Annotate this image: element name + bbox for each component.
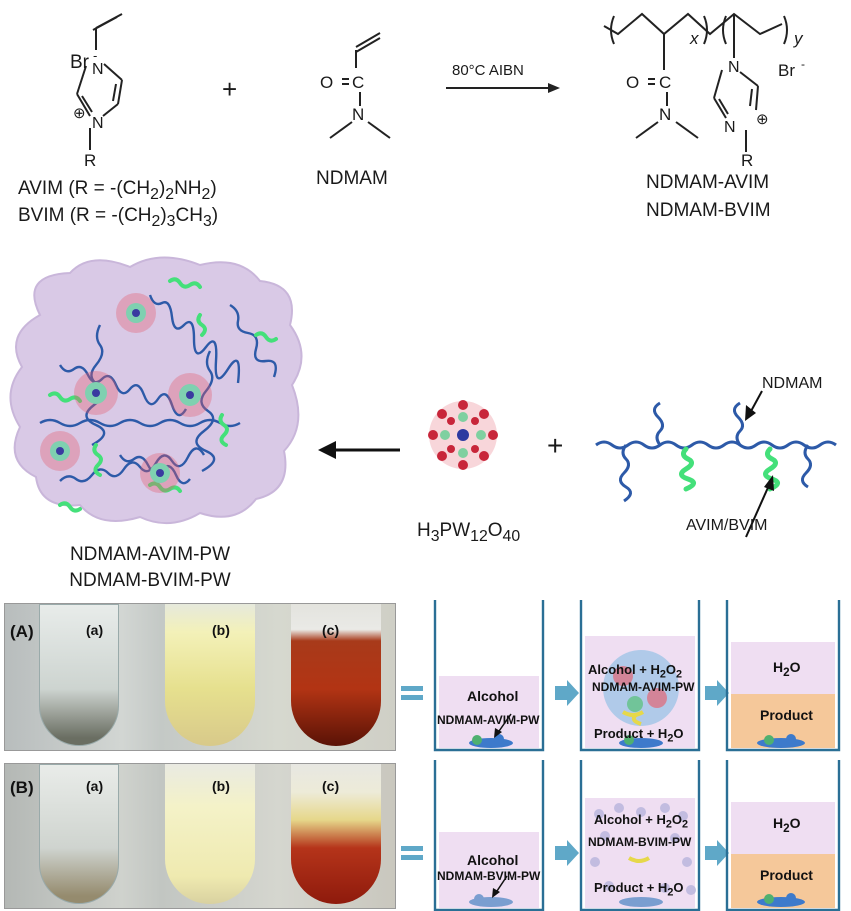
polymer-name-avim: NDMAM-AVIM xyxy=(646,172,770,193)
panel-label-b: (B) xyxy=(10,778,34,797)
left-n1: N xyxy=(92,61,104,78)
chain-label-avim-bvim: AVIM/BVIM xyxy=(686,517,768,534)
beaker-b1-alcohol: Alcohol xyxy=(467,852,519,868)
svg-text:O: O xyxy=(626,73,639,92)
copolymer-chain xyxy=(595,401,837,503)
catalyst-blob-b2 xyxy=(619,897,663,907)
tube-b-a xyxy=(39,764,119,904)
photo-strip-a xyxy=(4,603,396,751)
svg-text:y: y xyxy=(793,29,804,48)
beaker-b2-catalyst: NDMAM-BVIM-PW xyxy=(588,835,692,849)
bubbles-b xyxy=(590,803,696,895)
svg-text:C: C xyxy=(352,73,364,92)
left-r-label: R xyxy=(84,151,96,170)
hpa-cluster xyxy=(428,400,498,470)
svg-text:R: R xyxy=(741,151,753,170)
svg-text:N: N xyxy=(724,119,736,136)
bvim-definition: BVIM (R = -(CH2)3CH3) xyxy=(18,205,219,230)
polymer-name-bvim: NDMAM-BVIM xyxy=(646,200,771,221)
beaker-a1-catalyst: NDMAM-AVIM-PW xyxy=(437,713,540,727)
photo-label-a-b: (b) xyxy=(212,622,230,638)
beaker-b2-bottom: Product + H2O xyxy=(594,880,684,899)
left-anion-label: Br xyxy=(70,52,90,73)
polymer-plus-charge: ⊕ xyxy=(756,111,769,128)
catalyst-blob-a2 xyxy=(619,735,663,748)
plus-sign-middle: + xyxy=(547,430,564,461)
panel-label-a: (A) xyxy=(10,622,34,641)
svg-text:Br: Br xyxy=(778,61,795,80)
reaction-scheme: Br - N N ⊕ R O C N O C N N N Br - ⊕ R x … xyxy=(70,12,805,170)
plus-sign-top: + xyxy=(222,74,238,104)
reaction-conditions: 80°C AIBN xyxy=(452,62,524,79)
hpa-formula: H3PW12O40 xyxy=(417,520,521,545)
beaker-a2-bottom: Product + H2O xyxy=(594,726,684,745)
chain-label-ndmam: NDMAM xyxy=(762,375,823,392)
photo-label-b-b: (b) xyxy=(212,778,230,794)
beaker-b3-water: H2O xyxy=(773,815,801,835)
svg-text:N: N xyxy=(659,105,671,124)
beaker-b2-top: Alcohol + H2O2 xyxy=(594,812,689,831)
svg-text:N: N xyxy=(352,105,364,124)
avim-definition: AVIM (R = -(CH2)2NH2) xyxy=(18,178,217,203)
tube-a-c xyxy=(291,604,381,746)
beaker-b1-catalyst: NDMAM-BVIM-PW xyxy=(437,869,541,883)
swollen-catalyst-a xyxy=(603,650,679,726)
photo-label-b-c: (c) xyxy=(322,778,340,794)
composite-name-bvim: NDMAM-BVIM-PW xyxy=(69,570,231,591)
tube-a-b xyxy=(165,604,255,746)
beaker-a2-top: Alcohol + H2O2 xyxy=(588,662,683,681)
svg-text:N: N xyxy=(728,59,740,76)
tube-a-a xyxy=(39,604,119,746)
svg-text:-: - xyxy=(93,48,97,63)
composite-cloud xyxy=(9,256,303,525)
ndmam-label: NDMAM xyxy=(316,168,388,189)
photo-label-a-a: (a) xyxy=(86,622,104,638)
svg-text:x: x xyxy=(689,29,699,48)
composite-illustration xyxy=(9,256,837,538)
pom-cluster-group xyxy=(40,293,212,493)
process-flow xyxy=(401,600,841,911)
composite-name-avim: NDMAM-AVIM-PW xyxy=(69,544,231,565)
catalyst-blob-a1 xyxy=(469,734,513,748)
beaker-a3-product: Product xyxy=(760,707,813,723)
photo-label-a-c: (c) xyxy=(322,622,340,638)
tube-b-b xyxy=(165,764,255,904)
photo-strip-b xyxy=(4,763,396,909)
beaker-b3-product: Product xyxy=(760,867,813,883)
catalyst-blob-b3 xyxy=(757,893,805,907)
photo-label-b-a: (a) xyxy=(86,778,104,794)
left-plus-charge: ⊕ xyxy=(73,105,86,122)
beaker-a2-catalyst: NDMAM-AVIM-PW xyxy=(592,680,695,694)
left-n2: N xyxy=(92,115,104,132)
catalyst-blob-b1 xyxy=(469,894,513,907)
beaker-a1-alcohol: Alcohol xyxy=(467,688,519,704)
svg-text:O: O xyxy=(320,73,333,92)
catalyst-blob-a3 xyxy=(757,734,805,748)
svg-text:C: C xyxy=(659,73,671,92)
svg-text:-: - xyxy=(801,57,805,71)
beaker-a3-water: H2O xyxy=(773,659,801,679)
tube-b-c xyxy=(291,764,381,904)
